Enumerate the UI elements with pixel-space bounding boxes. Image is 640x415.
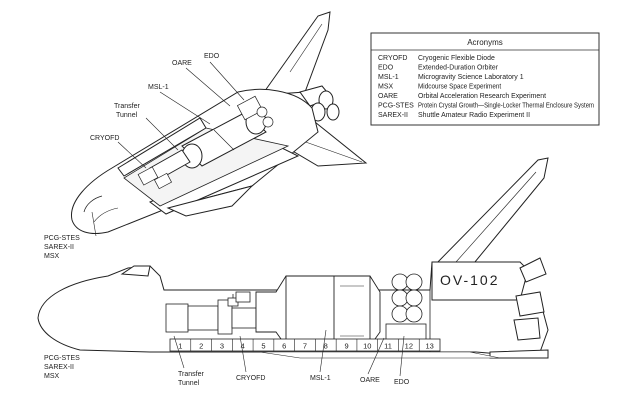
bay-number: 11 — [384, 342, 392, 351]
orbiter-side-view — [37, 157, 549, 359]
acronym-abbr: SAREX-II — [378, 112, 408, 119]
label-oare-side: OARE — [360, 377, 380, 384]
bay-number: 1 — [178, 342, 182, 351]
bay-number: 7 — [303, 342, 307, 351]
orbiter-designation: OV-102 — [440, 272, 499, 288]
side-vertical-tail — [430, 157, 549, 269]
bay-number: 9 — [344, 342, 348, 351]
wing-near — [166, 185, 254, 217]
side-msl1-module — [255, 275, 381, 347]
orbiter-perspective-view — [71, 11, 368, 234]
label-edo-side: EDO — [394, 379, 410, 386]
acronym-abbr: OARE — [378, 93, 398, 100]
label-oare-top: OARE — [172, 60, 192, 67]
acronym-definition: Cryogenic Flexible Diode — [418, 55, 495, 62]
acronym-abbr: MSL-1 — [378, 74, 399, 81]
acronym-abbr: PCG-STES — [378, 103, 414, 110]
acronym-definition: Shuttle Amateur Radio Experiment II — [418, 112, 530, 119]
bay-number: 5 — [261, 342, 265, 351]
edo-pallet-top — [236, 95, 274, 128]
acronym-abbr: CRYOFD — [378, 55, 407, 62]
label-tunnel-side: Tunnel — [178, 380, 200, 387]
label-sarex-side: SAREX-II — [44, 364, 74, 371]
top-view-labels: EDO OARE MSL-1 Transfer Tunnel CRYOFD PC… — [44, 53, 245, 260]
label-msx-top: MSX — [44, 253, 60, 260]
bay-number: 12 — [405, 342, 413, 351]
side-edo-tanks — [385, 273, 427, 341]
label-pcg-stes-top: PCG-STES — [44, 235, 80, 242]
acronym-definition: Extended-Duration Orbiter — [418, 65, 499, 72]
acronym-definition: Orbital Acceleration Research Experiment — [418, 93, 546, 100]
side-engines — [513, 257, 547, 341]
acronyms-title: Acronyms — [467, 38, 503, 47]
bay-number: 8 — [324, 342, 328, 351]
label-msl1-top: MSL-1 — [148, 84, 169, 91]
bay-number: 13 — [425, 342, 433, 351]
label-transfer-top: Transfer — [114, 103, 140, 110]
acronym-definition: Protein Crystal Growth—Single-Locker The… — [418, 103, 594, 110]
side-cryofd — [227, 291, 251, 307]
acronym-abbr: EDO — [378, 65, 394, 72]
acronym-definition: Microgravity Science Laboratory 1 — [418, 74, 524, 81]
side-view-labels: PCG-STES SAREX-II MSX Transfer Tunnel CR… — [44, 329, 410, 387]
acronyms-table: Acronyms CRYOFD Cryogenic Flexible DiodeE… — [370, 32, 600, 126]
label-cryofd-side: CRYOFD — [236, 375, 265, 382]
label-tunnel-top: Tunnel — [116, 112, 138, 119]
label-sarex-top: SAREX-II — [44, 244, 74, 251]
bay-number: 2 — [199, 342, 203, 351]
cryofd-top — [137, 166, 173, 190]
label-transfer-side: Transfer — [178, 371, 204, 378]
vertical-tail — [260, 11, 331, 96]
bay-number: 3 — [220, 342, 224, 351]
bay-number: 10 — [363, 342, 371, 351]
bay-number: 4 — [241, 342, 245, 351]
label-msx-side: MSX — [44, 373, 60, 380]
acronym-definition: Midcourse Space Experiment — [418, 84, 501, 91]
label-pcg-stes-side: PCG-STES — [44, 355, 80, 362]
acronym-abbr: MSX — [378, 84, 394, 91]
bay-number: 6 — [282, 342, 286, 351]
label-edo-top: EDO — [204, 53, 220, 60]
side-transfer-tunnel — [165, 299, 257, 335]
label-msl1-side: MSL-1 — [310, 375, 331, 382]
label-cryofd-top: CRYOFD — [90, 135, 119, 142]
